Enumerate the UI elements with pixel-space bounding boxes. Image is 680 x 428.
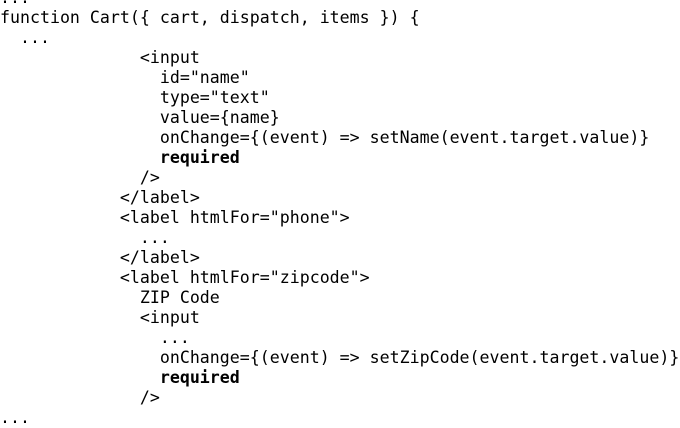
code-line: ZIP Code <box>0 288 220 307</box>
code-line: /> <box>0 388 160 407</box>
code-line: value={name} <box>0 108 280 127</box>
code-line: type="text" <box>0 88 270 107</box>
code-line: </label> <box>0 248 200 267</box>
code-line: function Cart({ cart, dispatch, items })… <box>0 8 420 27</box>
code-line: <label htmlFor="phone"> <box>0 208 350 227</box>
code-line: ... <box>0 0 680 8</box>
code-line: onChange={(event) => setZipCode(event.ta… <box>0 348 680 367</box>
code-line: /> <box>0 168 160 187</box>
code-line: onChange={(event) => setName(event.targe… <box>0 128 650 147</box>
code-line: ... <box>0 328 190 347</box>
code-line: <input <box>0 48 200 67</box>
code-line: <input <box>0 308 200 327</box>
code-line: ... <box>0 28 50 47</box>
code-line: <label htmlFor="zipcode"> <box>0 268 370 287</box>
code-line: </label> <box>0 188 200 207</box>
code-line: ... <box>0 408 30 427</box>
code-line: required <box>0 368 240 387</box>
code-line: required <box>0 148 240 167</box>
code-line: id="name" <box>0 68 250 87</box>
code-line: ... <box>0 228 170 247</box>
